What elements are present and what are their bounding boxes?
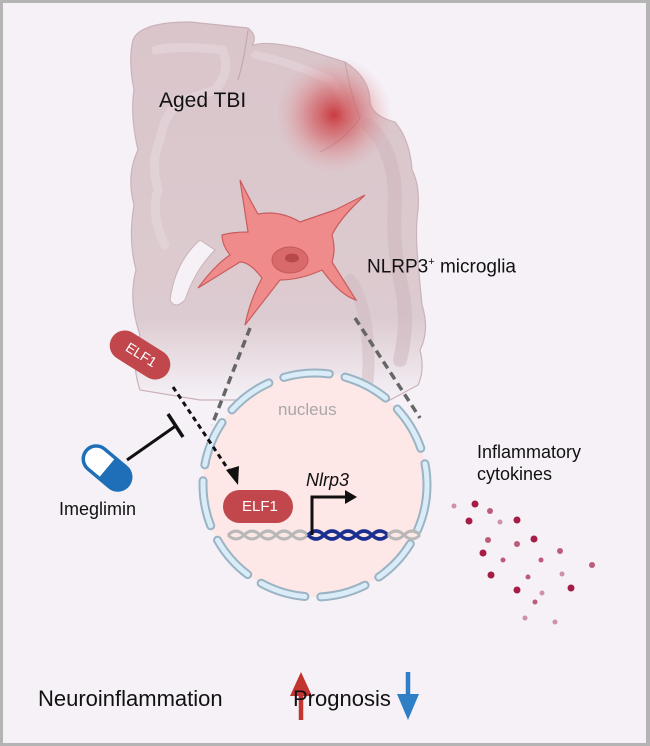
nucleus: [198, 368, 432, 602]
cytokine-dot: [487, 508, 493, 514]
cytokine-dot: [539, 590, 545, 596]
microglia-label-main: NLRP3: [367, 256, 429, 278]
cytokines-label-line1: Inflammatory: [477, 442, 582, 462]
elf1-bound-label: ELF1: [242, 498, 278, 515]
zoom-line-right: [353, 317, 422, 419]
zoom-line-left: [210, 327, 252, 426]
dna-strand: [226, 529, 422, 541]
microglia-label: NLRP3+ microglia: [367, 256, 516, 278]
elf1-bound-pill: [223, 490, 293, 523]
cytokine-dot: [451, 503, 457, 509]
transcription-start-arrow: [310, 490, 357, 535]
neuroinflammation-up-arrow: [290, 672, 312, 720]
elf1-free-pill: [109, 330, 171, 380]
cytokine-particles: [451, 500, 595, 625]
cytokine-dot: [487, 571, 495, 579]
cytokine-dot: [525, 574, 531, 580]
cytokines-label-line2: cytokines: [477, 464, 553, 484]
gene-label: Nlrp3: [306, 470, 350, 490]
cytokine-dot: [557, 548, 563, 554]
cytokine-dot: [567, 584, 575, 592]
translocation-arrowhead: [226, 466, 239, 485]
cytokine-dot: [552, 619, 558, 625]
cytokine-dot: [497, 519, 503, 525]
figure-canvas: Aged TBI NLRP3+ microglia nucleus ELF1 E…: [3, 3, 646, 743]
cytokine-dot: [514, 541, 520, 547]
cytokine-dot: [522, 615, 528, 621]
nucleus-label: nucleus: [278, 400, 337, 419]
brain-section: [130, 21, 427, 401]
cytokine-dot: [532, 599, 538, 605]
cytokine-dot: [513, 516, 521, 524]
cytokine-dot: [485, 537, 491, 543]
cytokine-dot: [471, 500, 479, 508]
cytokine-dot: [538, 557, 544, 563]
prognosis-label: Prognosis: [293, 686, 391, 711]
cytokine-dot: [530, 535, 538, 543]
cytokine-dot: [479, 549, 487, 557]
cytokine-dot: [500, 557, 506, 563]
neuroinflammation-label: Neuroinflammation: [38, 686, 223, 711]
inhibition-bar: [166, 413, 185, 438]
lesion-site: [276, 57, 392, 173]
microglia-label-sup: +: [428, 256, 435, 268]
cytokine-dot: [559, 571, 565, 577]
prognosis-down-arrow: [397, 672, 419, 720]
inhibition-line: [126, 423, 178, 462]
microglia-label-suffix: microglia: [434, 256, 516, 278]
cytokine-dot: [589, 562, 595, 568]
microglia-cell: [197, 179, 366, 326]
diagram-svg: [81, 21, 595, 720]
cytokine-dot: [465, 517, 473, 525]
imeglimin-label: Imeglimin: [59, 499, 137, 519]
imeglimin-pill-icon: [81, 444, 133, 492]
aged-tbi-label: Aged TBI: [159, 89, 247, 112]
cytokine-dot: [513, 586, 521, 594]
